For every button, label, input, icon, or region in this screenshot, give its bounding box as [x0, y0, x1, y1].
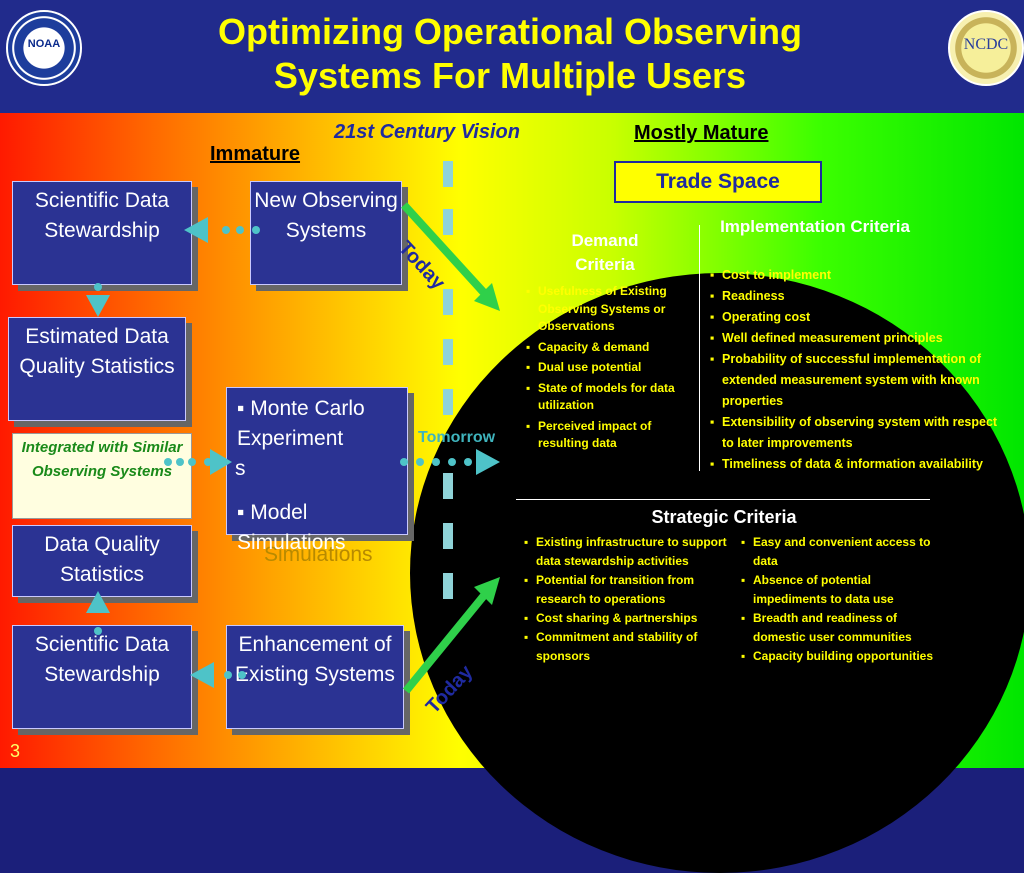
demand-criteria-heading: Demand Criteria	[571, 231, 639, 274]
model-simulations-item: ▪ Model Simulations	[237, 501, 346, 554]
today-top-arrowhead	[474, 283, 500, 311]
arrowhead-down	[86, 295, 110, 317]
mostly-mature-label: Mostly Mature	[634, 122, 769, 144]
divider-dash	[443, 573, 453, 599]
demand-item: Dual use potential	[526, 359, 696, 377]
divider-dash	[443, 389, 453, 415]
integrated-systems-box: Integrated with Similar Observing System…	[12, 433, 192, 519]
connector-dot	[94, 283, 102, 291]
connector-dot	[238, 671, 246, 679]
monte-carlo-item: ▪ Monte Carlo Experiment	[237, 397, 365, 450]
connector-dot	[176, 458, 184, 466]
new-observing-systems-box: New Observing Systems	[250, 181, 402, 285]
trade-space-box: Trade Space	[614, 161, 822, 203]
title-line-2: Systems For Multiple Users	[273, 55, 747, 96]
divider-dash	[443, 523, 453, 549]
title-line-1: Optimizing Operational Observing	[217, 11, 803, 52]
implementation-item: Probability of successful implementation…	[710, 349, 1008, 412]
today-bottom-arrow-line	[402, 590, 490, 694]
divider-dash	[443, 473, 453, 499]
implementation-criteria-list: Cost to implement Readiness Operating co…	[710, 265, 1008, 475]
connector-dot	[188, 458, 196, 466]
connector-dot	[252, 226, 260, 234]
criteria-divider-vertical	[699, 225, 700, 471]
connector-dot	[448, 458, 456, 466]
implementation-criteria-heading: Implementation Criteria	[720, 217, 910, 236]
connector-dot	[94, 627, 102, 635]
model-simulations-shadow: Simulations	[264, 543, 373, 566]
demand-item: Perceived impact of resulting data	[526, 418, 696, 453]
today-top-arrow-line	[401, 202, 489, 298]
strategic-item: Commitment and stability of sponsors	[524, 628, 734, 666]
slide-title: Optimizing Operational Observing Systems…	[120, 10, 900, 98]
strategic-item: Absence of potential impediments to data…	[741, 571, 941, 609]
divider-dash	[443, 161, 453, 187]
divider-dash	[443, 209, 453, 235]
strategic-item: Breadth and readiness of domestic user c…	[741, 609, 941, 647]
monte-carlo-wrap: s	[235, 457, 246, 480]
implementation-item: Readiness	[710, 286, 1008, 307]
data-quality-statistics-box: Data Quality Statistics	[12, 525, 192, 597]
strategic-item: Existing infrastructure to support data …	[524, 533, 734, 571]
implementation-item: Cost to implement	[710, 265, 1008, 286]
demand-item: Capacity & demand	[526, 339, 696, 357]
today-bottom-arrowhead	[474, 577, 500, 605]
connector-layer	[86, 202, 500, 694]
scientific-data-stewardship-top: Scientific Data Stewardship	[12, 181, 192, 285]
diagram-stage: 21st Century Vision Mostly Mature Immatu…	[0, 113, 1024, 873]
arrowhead-right	[210, 449, 232, 475]
connector-dot	[464, 458, 472, 466]
connector-dot	[236, 226, 244, 234]
arrowhead-right	[476, 449, 500, 475]
strategic-item: Capacity building opportunities	[741, 647, 941, 666]
strategic-item: Potential for transition from research t…	[524, 571, 734, 609]
vision-label: 21st Century Vision	[334, 121, 520, 143]
immature-label: Immature	[210, 143, 301, 165]
implementation-item: Well defined measurement principles	[710, 328, 1008, 349]
connector-dot	[224, 671, 232, 679]
demand-criteria-list: Usefulness of Existing Observing Systems…	[526, 283, 696, 453]
noaa-logo: NOAA	[6, 10, 82, 86]
connector-dot	[164, 458, 172, 466]
strategic-criteria-heading: Strategic Criteria	[651, 507, 797, 527]
strategic-criteria-right-list: Easy and convenient access to data Absen…	[741, 533, 941, 666]
demand-item: Usefulness of Existing Observing Systems…	[526, 283, 696, 336]
header: NOAA Optimizing Operational Observing Sy…	[0, 0, 1024, 113]
slide-number: 3	[10, 741, 21, 761]
estimated-data-quality-box: Estimated Data Quality Statistics	[8, 317, 186, 421]
arrowhead-left	[184, 217, 208, 243]
methods-box: ▪ Monte Carlo Experiment s ▪ Model Simul…	[226, 387, 408, 554]
criteria-divider-horizontal	[516, 499, 930, 500]
ncdc-logo: NCDC	[948, 10, 1024, 86]
connector-dot	[400, 458, 408, 466]
divider-dash	[443, 289, 453, 315]
connector-dot	[432, 458, 440, 466]
implementation-item: Extensibility of observing system with r…	[710, 412, 1008, 454]
arrowhead-up	[86, 591, 110, 613]
connector-dot	[222, 226, 230, 234]
tomorrow-label: Tomorrow	[418, 429, 496, 446]
divider-dash	[443, 339, 453, 365]
arrowhead-left	[190, 662, 214, 688]
strategic-criteria-left-list: Existing infrastructure to support data …	[524, 533, 734, 666]
scientific-data-stewardship-bottom: Scientific Data Stewardship	[12, 625, 192, 729]
implementation-item: Operating cost	[710, 307, 1008, 328]
demand-item: State of models for data utilization	[526, 380, 696, 415]
strategic-item: Easy and convenient access to data	[741, 533, 941, 571]
implementation-item: Timeliness of data & information availab…	[710, 454, 1008, 475]
strategic-item: Cost sharing & partnerships	[524, 609, 734, 628]
connector-dot	[416, 458, 424, 466]
enhancement-existing-systems-box: Enhancement of Existing Systems	[226, 625, 404, 729]
